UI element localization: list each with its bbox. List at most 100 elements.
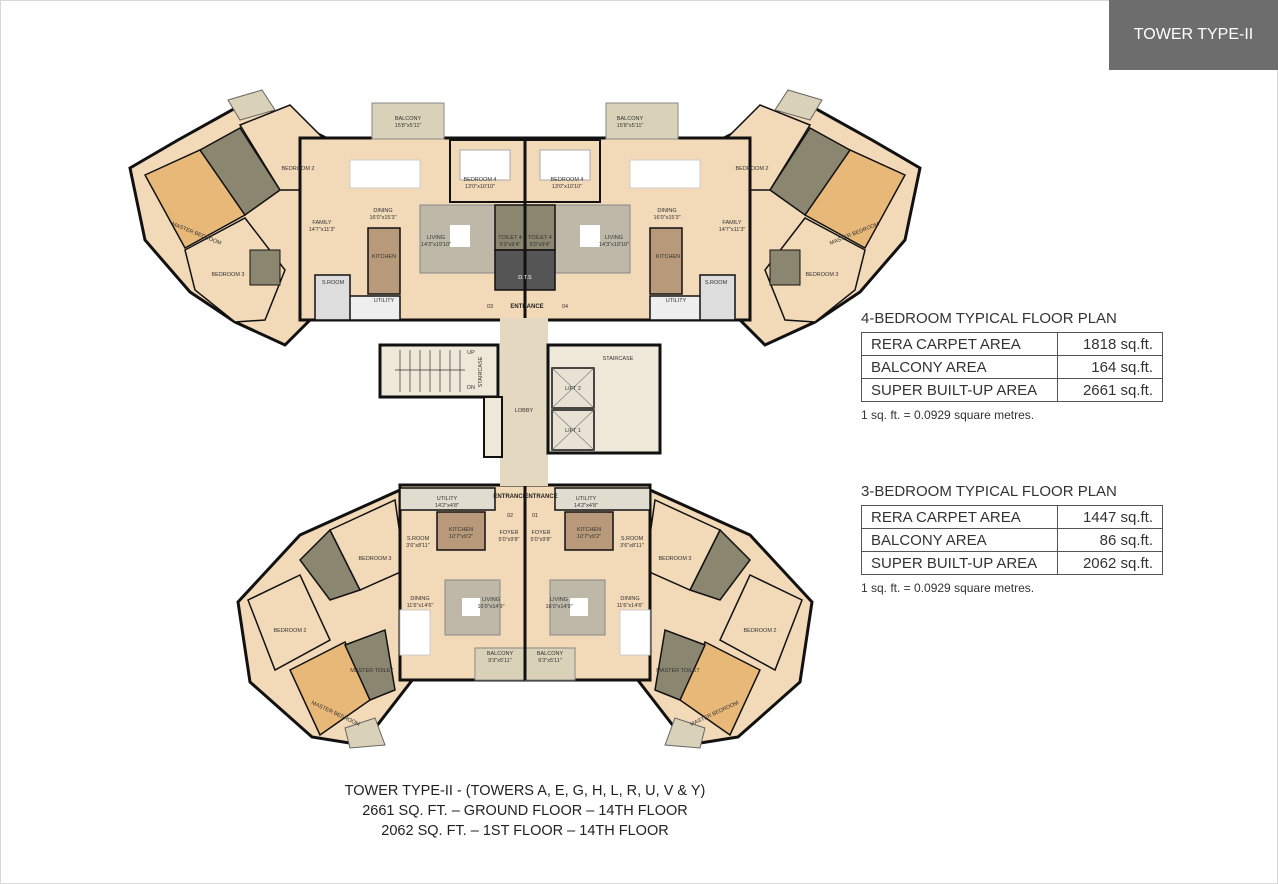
label-utility-dim: 14'2"x4'8" [435, 503, 459, 509]
label-utility: UTILITY [576, 496, 597, 502]
label-utility-dim: 14'2"x4'8" [574, 503, 598, 509]
label-bedroom-2: BEDROOM 2 [273, 628, 306, 634]
label-living-dim: 14'3"x19'10" [421, 242, 451, 248]
tower-caption: TOWER TYPE-II - (TOWERS A, E, G, H, L, R… [300, 781, 750, 841]
label-dining: DINING [620, 596, 639, 602]
label-staircase: STAIRCASE [478, 356, 484, 387]
label-living-dim: 16'0"x14'9" [545, 604, 572, 610]
label-balcony: BALCONY [617, 116, 644, 122]
upper-left-unit [128, 88, 527, 347]
label-family: FAMILY [312, 220, 331, 226]
label-s-room: S.ROOM [322, 280, 345, 286]
label-toilet-4: TOILET 4 [498, 235, 522, 241]
caption-line: 2661 SQ. FT. – GROUND FLOOR – 14TH FLOOR [362, 803, 688, 819]
label-balcony-dim: 9'3"x5'11" [538, 658, 562, 664]
label-family-dim: 14'7"x11'3" [719, 227, 746, 233]
label-foyer-dim: 5'0"x9'8" [499, 537, 520, 543]
label-kitchen-dim: 10'7"x9'2" [449, 534, 473, 540]
label-living-dim: 16'0"x14'9" [477, 604, 504, 610]
label-family: FAMILY [722, 220, 741, 226]
label-bedroom-4-dim: 13'0"x10'10" [552, 184, 582, 190]
row-value: 2062 sq.ft. [1057, 551, 1163, 575]
row-value: 86 sq.ft. [1057, 528, 1163, 552]
label-door-01: 01 [532, 513, 538, 519]
label-kitchen: KITCHEN [577, 527, 601, 533]
label-master-toilet: MASTER TOILET [350, 668, 394, 674]
spec-title: 4-BEDROOM TYPICAL FLOOR PLAN [861, 310, 1117, 327]
tower-type-tag: TOWER TYPE-II [1109, 0, 1278, 70]
label-toilet-4-dim: 5'0"x9'4" [500, 242, 521, 248]
label-dts: D.T.S [518, 275, 532, 281]
label-lobby: LOBBY [515, 408, 534, 414]
label-bedroom-2: BEDROOM 2 [281, 166, 314, 172]
label-dining-dim: 11'6"x14'6" [617, 603, 644, 609]
label-staircase: STAIRCASE [603, 356, 634, 362]
upper-right-unit [523, 88, 922, 347]
label-bedroom-2: BEDROOM 2 [735, 166, 768, 172]
label-bedroom-3: BEDROOM 3 [358, 556, 391, 562]
row-label: RERA CARPET AREA [861, 505, 1058, 529]
row-value: 1447 sq.ft. [1057, 505, 1163, 529]
label-dining: DINING [410, 596, 429, 602]
label-kitchen: KITCHEN [372, 254, 396, 260]
label-door-04: 04 [562, 304, 568, 310]
lower-right-unit [523, 483, 814, 750]
label-balcony: BALCONY [487, 651, 514, 657]
label-balcony-dim: 15'8"x5'11" [395, 123, 422, 129]
label-balcony-dim: 9'3"x5'11" [488, 658, 512, 664]
label-bedroom-3: BEDROOM 3 [805, 272, 838, 278]
label-bedroom-3: BEDROOM 3 [211, 272, 244, 278]
label-entrance: ENTRANCE [524, 494, 557, 500]
label-utility: UTILITY [666, 298, 687, 304]
label-dn: DN [467, 385, 475, 391]
label-living: LIVING [605, 235, 623, 241]
row-label: RERA CARPET AREA [861, 332, 1058, 356]
label-foyer: FOYER [500, 530, 519, 536]
row-label: SUPER BUILT-UP AREA [861, 378, 1058, 402]
label-dining-dim: 16'0"x15'3" [653, 215, 680, 221]
row-label: BALCONY AREA [861, 355, 1058, 379]
row-value: 1818 sq.ft. [1057, 332, 1163, 356]
row-label: SUPER BUILT-UP AREA [861, 551, 1058, 575]
four-bedroom-area-spec: 4-BEDROOM TYPICAL FLOOR PLAN RERA CARPET… [861, 310, 1163, 422]
label-s-room: S.ROOM [705, 280, 728, 286]
label-dining: DINING [373, 208, 392, 214]
label-lift-2: LIFT 2 [565, 386, 581, 392]
row-value: 2661 sq.ft. [1057, 378, 1163, 402]
label-bedroom-4: BEDROOM 4 [463, 177, 496, 183]
spec-title: 3-BEDROOM TYPICAL FLOOR PLAN [861, 483, 1117, 500]
label-dining: DINING [657, 208, 676, 214]
label-utility: UTILITY [437, 496, 458, 502]
label-family-dim: 14'7"x11'3" [309, 227, 336, 233]
caption-line: 2062 SQ. FT. – 1ST FLOOR – 14TH FLOOR [381, 823, 669, 839]
label-s-room: S.ROOM [407, 536, 430, 542]
label-s-room-dim: 3'6"x8'11" [406, 543, 430, 549]
label-utility: UTILITY [374, 298, 395, 304]
label-bedroom-2: BEDROOM 2 [743, 628, 776, 634]
label-s-room-dim: 3'6"x8'11" [620, 543, 644, 549]
label-balcony-dim: 15'8"x5'11" [617, 123, 644, 129]
row-value: 164 sq.ft. [1057, 355, 1163, 379]
label-bedroom-3: BEDROOM 3 [658, 556, 691, 562]
label-bedroom-4: BEDROOM 4 [550, 177, 583, 183]
label-door-03: 03 [487, 304, 493, 310]
label-living: LIVING [550, 597, 568, 603]
label-dining-dim: 11'6"x14'6" [407, 603, 434, 609]
label-living: LIVING [427, 235, 445, 241]
lower-left-unit [236, 483, 527, 750]
label-living-dim: 14'3"x19'10" [599, 242, 629, 248]
label-entrance: ENTRANCE [493, 494, 526, 500]
label-kitchen-dim: 10'7"x9'2" [577, 534, 601, 540]
caption-line: TOWER TYPE-II - (TOWERS A, E, G, H, L, R… [344, 783, 706, 799]
label-entrance: ENTRANCE [510, 304, 543, 310]
label-foyer-dim: 5'0"x9'8" [531, 537, 552, 543]
label-foyer: FOYER [532, 530, 551, 536]
